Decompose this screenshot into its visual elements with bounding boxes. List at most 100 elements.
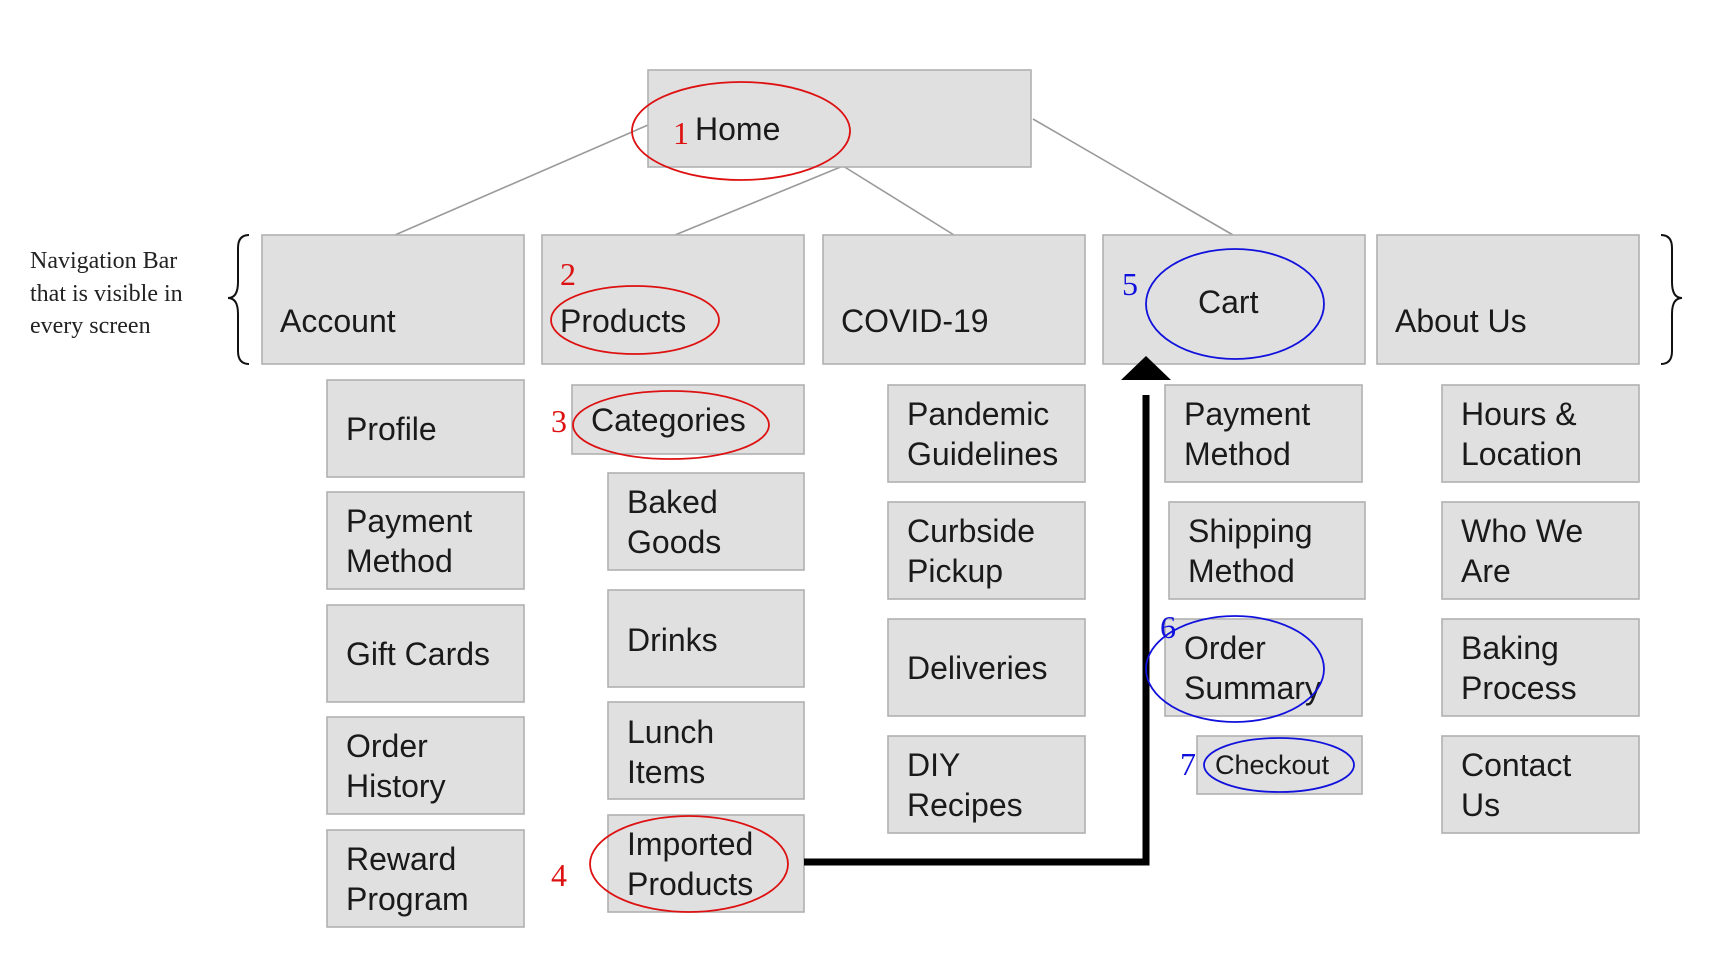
products-baked-label-2: Goods: [627, 524, 721, 560]
about-baking-box: [1441, 618, 1640, 717]
about-contact-us-node[interactable]: Contact Us: [1441, 735, 1640, 834]
account-payment-label-1: Payment: [346, 503, 472, 539]
products-imported-products-node[interactable]: Imported Products: [607, 814, 805, 913]
account-gift-box: [326, 604, 525, 703]
account-children: Profile Payment Method Gift Cards Order …: [326, 379, 525, 928]
account-gift-cards-node[interactable]: Gift Cards: [326, 604, 525, 703]
covid-pandemic-label-2: Guidelines: [907, 436, 1058, 472]
nav-covid-label: COVID-19: [841, 303, 989, 339]
flow-arrowhead: [1121, 356, 1171, 380]
cart-checkout-node[interactable]: Checkout: [1196, 735, 1363, 795]
step-7-circle: [1203, 737, 1355, 793]
left-brace: [227, 234, 250, 365]
nav-about-label: About Us: [1395, 303, 1527, 339]
products-lunch-box: [607, 701, 805, 800]
cart-order-summary-node[interactable]: Order Summary: [1164, 618, 1363, 717]
cart-payment-method-node[interactable]: Payment Method: [1164, 384, 1363, 483]
products-imported-label-1: Imported: [627, 826, 753, 862]
covid-deliveries-label: Deliveries: [907, 650, 1047, 686]
account-order-history-node[interactable]: Order History: [326, 716, 525, 815]
nav-covid-box: [822, 234, 1086, 365]
cart-checkout-label: Checkout: [1215, 750, 1330, 780]
products-baked-label-1: Baked: [627, 484, 718, 520]
products-imported-label-2: Products: [627, 866, 753, 902]
account-profile-box: [326, 379, 525, 478]
cart-shipping-box: [1168, 501, 1366, 600]
account-reward-label-2: Program: [346, 881, 469, 917]
cart-shipping-label-2: Method: [1188, 553, 1295, 589]
cart-order-summary-label-1: Order: [1184, 630, 1266, 666]
about-hours-label-1: Hours &: [1461, 396, 1577, 432]
connectors: [394, 118, 1234, 236]
account-payment-label-2: Method: [346, 543, 453, 579]
cart-payment-label-1: Payment: [1184, 396, 1310, 432]
products-baked-box: [607, 472, 805, 571]
connector-home-products: [674, 165, 844, 236]
nav-note-line-1: Navigation Bar: [30, 248, 177, 274]
right-brace: [1660, 234, 1683, 365]
products-lunch-label-1: Lunch: [627, 714, 714, 750]
covid-diy-recipes-node[interactable]: DIY Recipes: [887, 735, 1086, 834]
step-2-circle: [550, 285, 720, 355]
step-3-circle: [572, 390, 770, 460]
cart-shipping-method-node[interactable]: Shipping Method: [1168, 501, 1366, 600]
products-categories-label: Categories: [591, 402, 746, 438]
products-lunch-items-node[interactable]: Lunch Items: [607, 701, 805, 800]
about-who-we-are-node[interactable]: Who We Are: [1441, 501, 1640, 600]
products-imported-box: [607, 814, 805, 913]
covid-pandemic-guidelines-node[interactable]: Pandemic Guidelines: [887, 384, 1086, 483]
products-children: Categories Baked Goods Drinks Lunch Item…: [571, 384, 805, 913]
about-children: Hours & Location Who We Are Baking Proce…: [1441, 384, 1640, 834]
cart-shipping-label-1: Shipping: [1188, 513, 1313, 549]
covid-curbside-box: [887, 501, 1086, 600]
about-hours-location-node[interactable]: Hours & Location: [1441, 384, 1640, 483]
about-hours-box: [1441, 384, 1640, 483]
about-who-label-1: Who We: [1461, 513, 1583, 549]
nav-item-about-us[interactable]: About Us: [1376, 234, 1640, 365]
account-reward-label-1: Reward: [346, 841, 456, 877]
covid-children: Pandemic Guidelines Curbside Pickup Deli…: [887, 384, 1086, 834]
products-lunch-label-2: Items: [627, 754, 705, 790]
covid-curbside-pickup-node[interactable]: Curbside Pickup: [887, 501, 1086, 600]
account-gift-label: Gift Cards: [346, 636, 490, 672]
account-payment-box: [326, 491, 525, 590]
nav-item-covid-19[interactable]: COVID-19: [822, 234, 1086, 365]
covid-diy-box: [887, 735, 1086, 834]
account-payment-method-node[interactable]: Payment Method: [326, 491, 525, 590]
products-drinks-node[interactable]: Drinks: [607, 589, 805, 688]
step-6-number: 6: [1160, 609, 1176, 645]
covid-pandemic-label-1: Pandemic: [907, 396, 1049, 432]
nav-products-box: [541, 234, 805, 365]
step-6-circle: [1145, 615, 1325, 723]
nav-products-label: Products: [560, 303, 686, 339]
cart-order-summary-box: [1164, 618, 1363, 717]
products-drinks-label: Drinks: [627, 622, 718, 658]
products-drinks-box: [607, 589, 805, 688]
nav-bar: Account Products COVID-19 Cart About Us: [261, 234, 1640, 365]
nav-account-box: [261, 234, 525, 365]
nav-item-cart[interactable]: Cart: [1102, 234, 1366, 365]
step-4-circle: [589, 815, 789, 913]
covid-deliveries-node[interactable]: Deliveries: [887, 618, 1086, 717]
step-5-circle: [1145, 248, 1325, 360]
about-baking-label-1: Baking: [1461, 630, 1559, 666]
account-reward-box: [326, 829, 525, 928]
step-5-number: 5: [1122, 266, 1138, 302]
connector-home-covid: [842, 165, 955, 236]
connector-home-cart: [1032, 118, 1234, 236]
nav-item-products[interactable]: Products: [541, 234, 805, 365]
about-baking-process-node[interactable]: Baking Process: [1441, 618, 1640, 717]
covid-diy-label-1: DIY: [907, 747, 960, 783]
products-baked-goods-node[interactable]: Baked Goods: [607, 472, 805, 571]
account-order-history-label-2: History: [346, 768, 446, 804]
account-profile-node[interactable]: Profile: [326, 379, 525, 478]
step-2-number: 2: [560, 256, 576, 292]
step-1-number: 1: [673, 115, 689, 151]
step-7-number: 7: [1180, 746, 1196, 782]
account-reward-program-node[interactable]: Reward Program: [326, 829, 525, 928]
connector-home-account: [394, 124, 649, 236]
nav-item-account[interactable]: Account: [261, 234, 525, 365]
cart-payment-label-2: Method: [1184, 436, 1291, 472]
products-categories-node[interactable]: Categories: [571, 384, 805, 455]
